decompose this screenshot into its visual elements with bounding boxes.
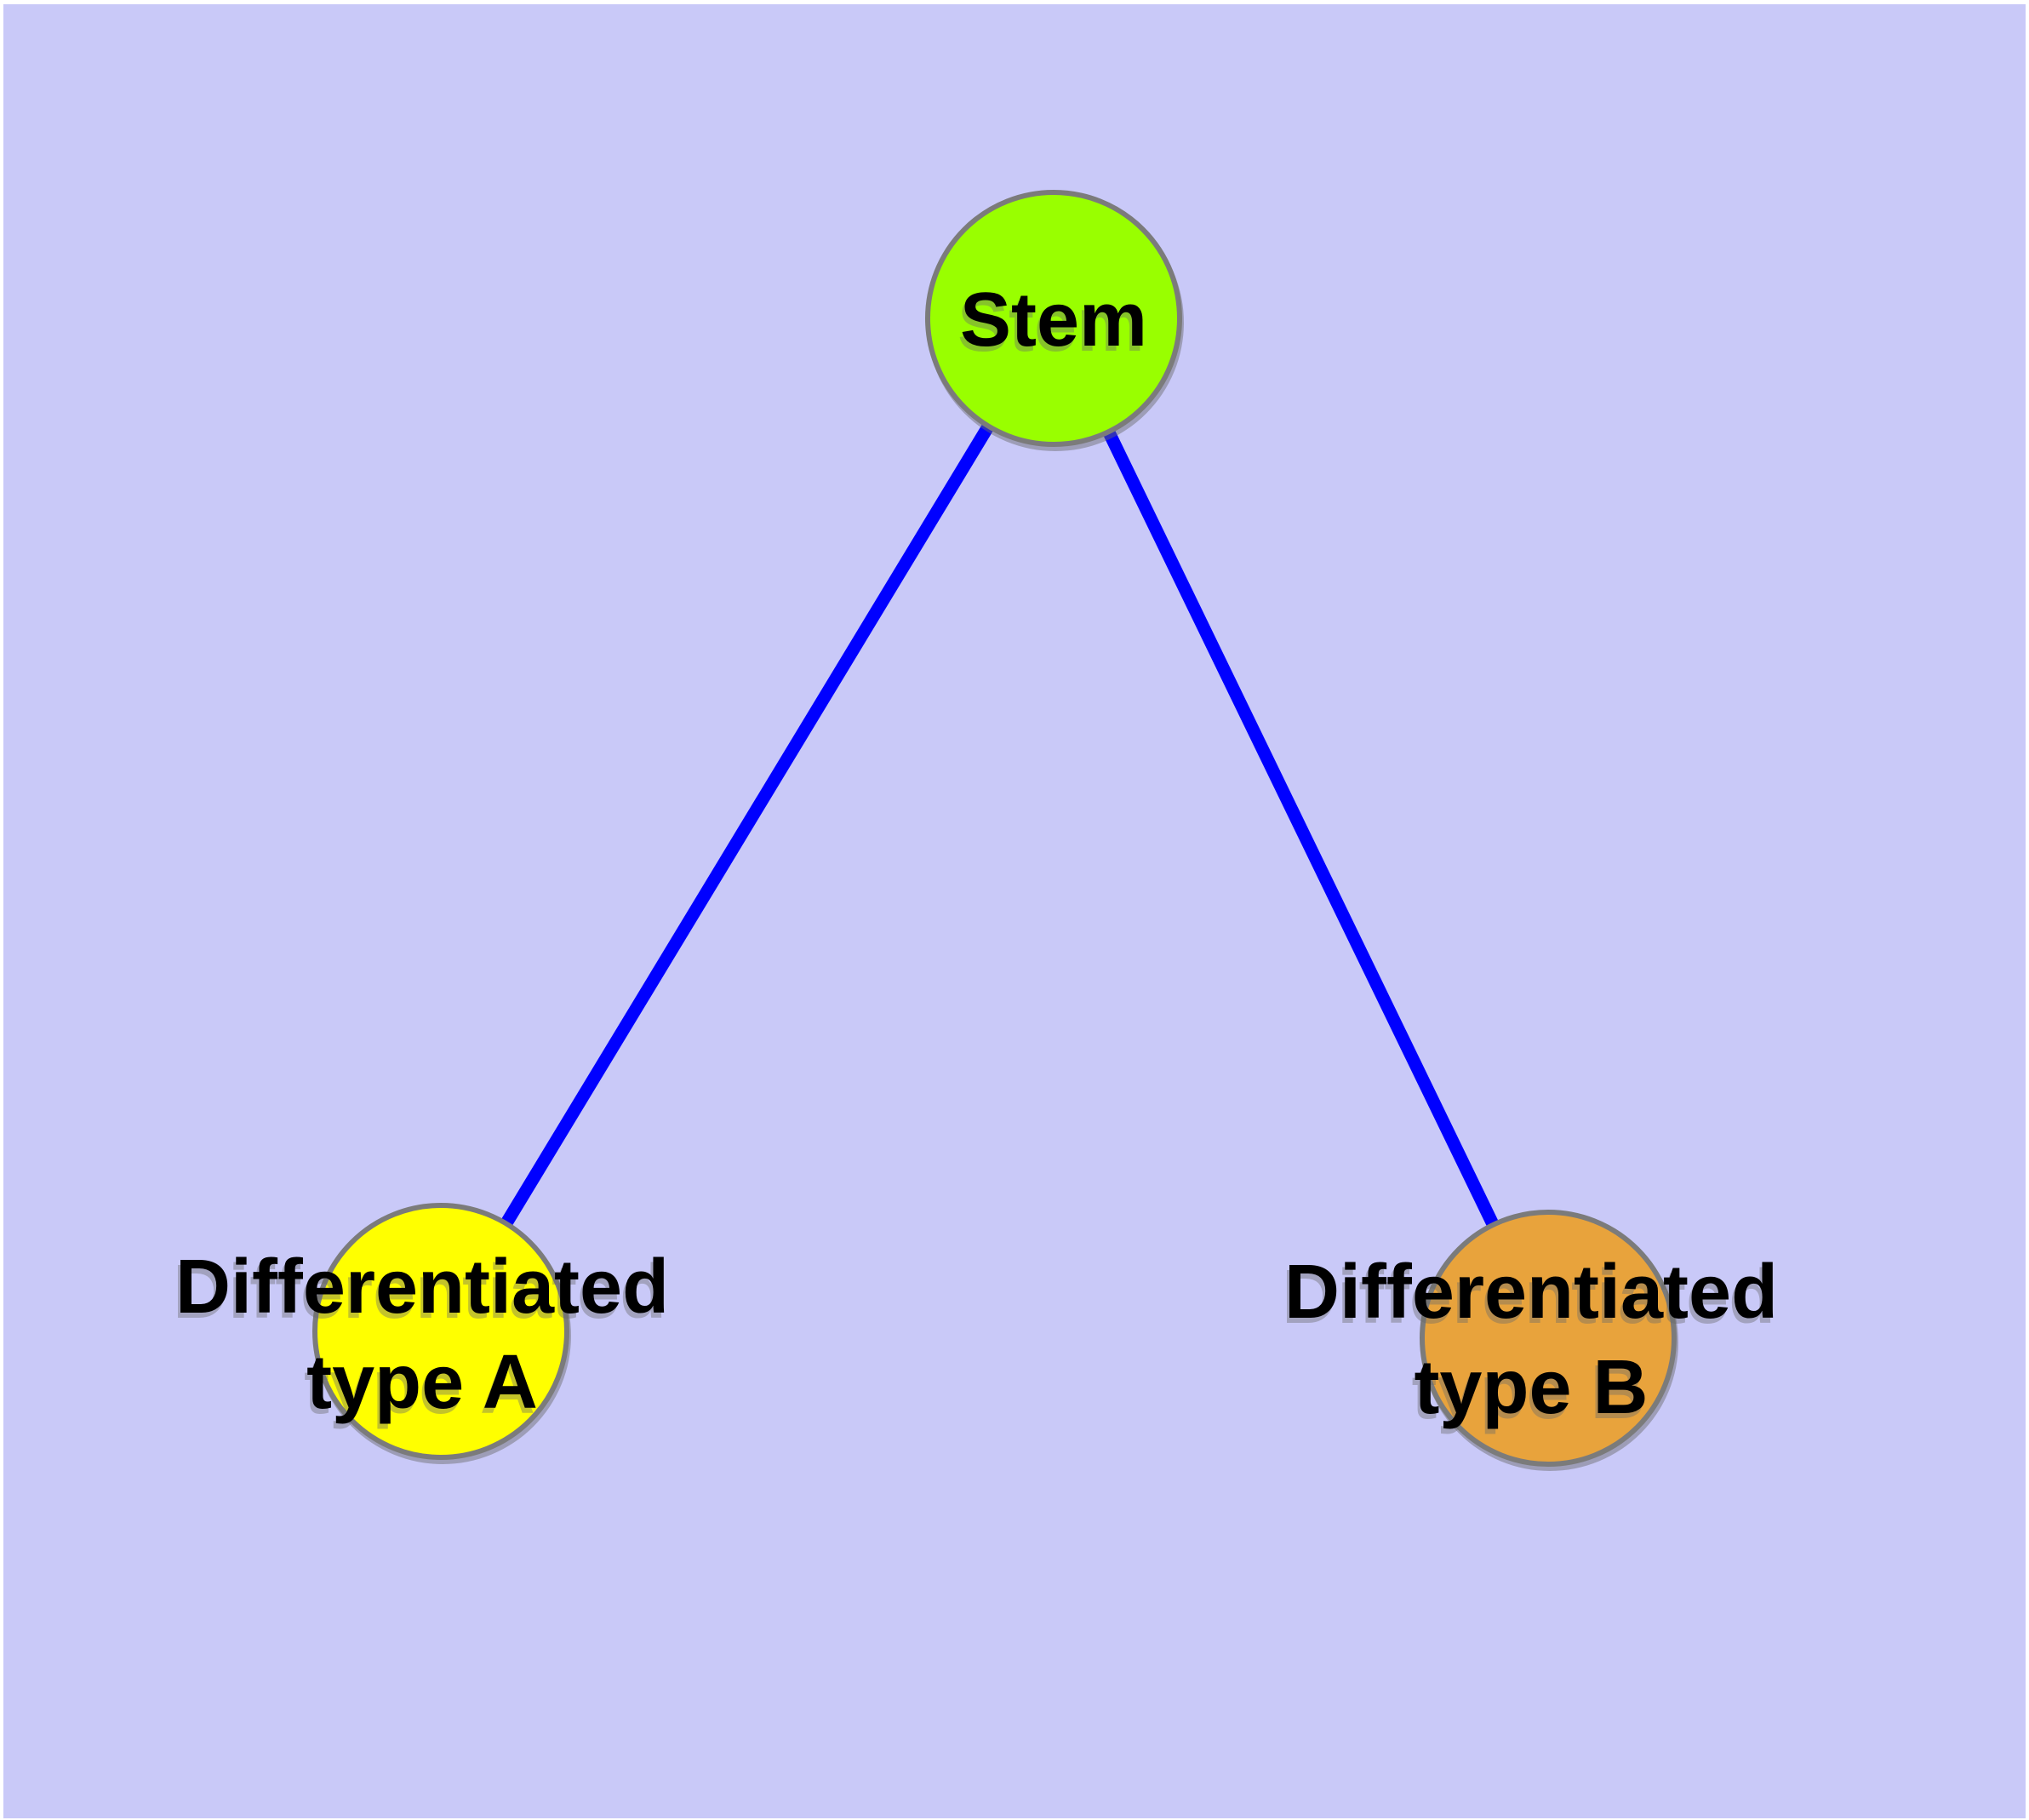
- node-label-differentiated-type-b: Differentiated type B: [1284, 1245, 1778, 1435]
- edge-stem-to-type-a: [435, 315, 1060, 1335]
- node-label-line: Differentiated: [174, 1245, 670, 1330]
- node-differentiated-type-a: [312, 1203, 569, 1460]
- node-label-line: Stem: [959, 278, 1148, 363]
- node-label-line: Differentiated: [1283, 1250, 1779, 1335]
- node-label-line: type A: [306, 1340, 538, 1425]
- node-label-stem: Stem: [960, 272, 1147, 368]
- edge-stem-to-type-b: [1048, 315, 1554, 1342]
- node-stem: [925, 190, 1182, 447]
- node-label-line: type B: [1414, 1345, 1649, 1430]
- node-differentiated-type-b: [1420, 1210, 1677, 1467]
- node-label-differentiated-type-a: Differentiated type A: [175, 1239, 669, 1430]
